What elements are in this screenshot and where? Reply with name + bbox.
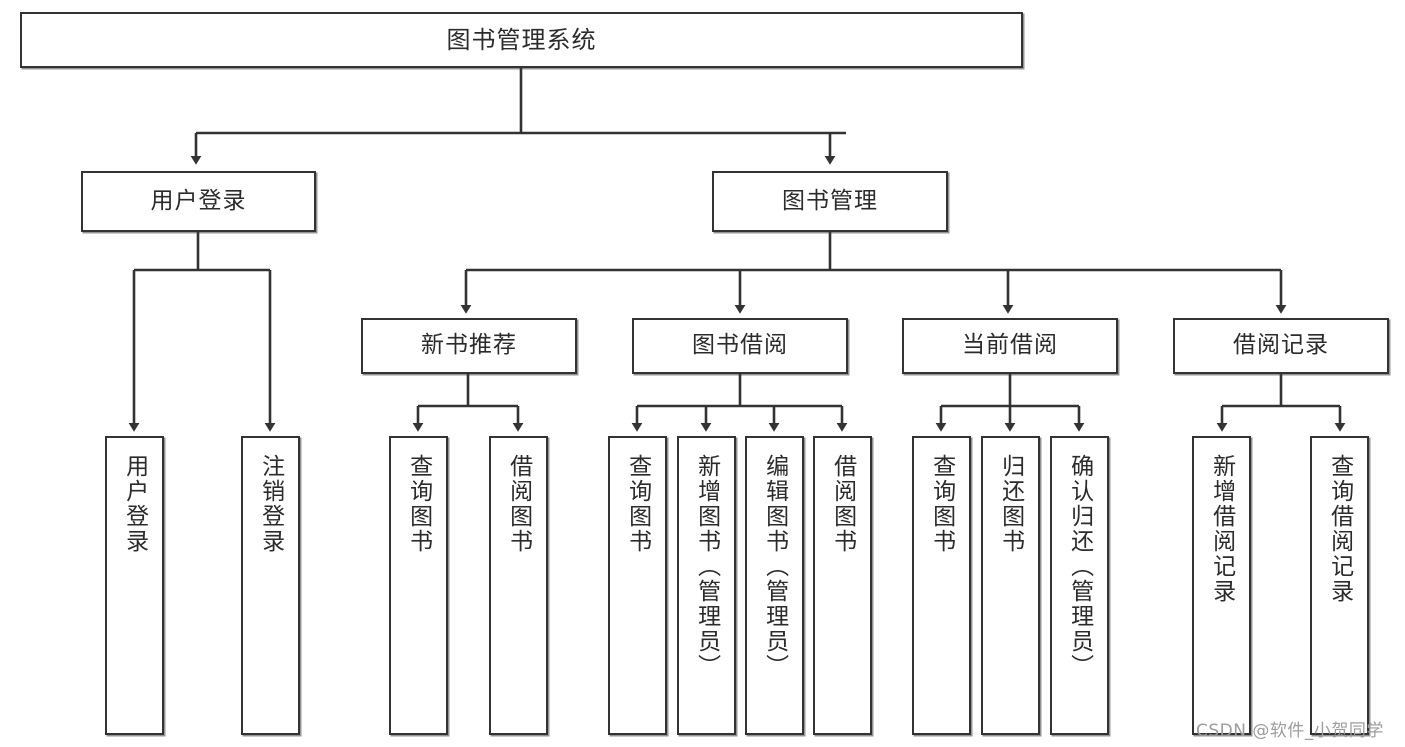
leaf-label: 查询图书 [928,454,955,554]
node-book-management[interactable]: 图书管理 [712,171,948,232]
leaf-borrow-record-query-record[interactable]: 查询借阅记录 [1310,436,1369,735]
leaf-new-book-borrow-book[interactable]: 借阅图书 [489,436,548,735]
node-root-book-management-system[interactable]: 图书管理系统 [20,12,1023,68]
node-borrow-record[interactable]: 借阅记录 [1173,318,1389,374]
node-label: 图书管理系统 [446,25,597,54]
leaf-label: 借阅图书 [829,454,856,554]
node-user-login[interactable]: 用户登录 [81,171,316,232]
node-label: 用户登录 [150,187,247,214]
leaf-book-borrow-add-book-admin[interactable]: 新增图书（管理员） [677,436,736,735]
node-label: 新书推荐 [421,332,517,359]
leaf-label: 确认归还（管理员） [1066,454,1093,679]
leaf-label: 用户登录 [121,454,148,554]
leaf-current-borrow-confirm-return-admin[interactable]: 确认归还（管理员） [1050,436,1109,735]
leaf-label: 注销登录 [257,454,284,554]
leaf-label: 新增借阅记录 [1208,454,1235,604]
leaf-user-login-login[interactable]: 用户登录 [105,436,164,735]
leaf-label: 查询图书 [405,454,432,554]
leaf-label: 查询借阅记录 [1326,454,1353,604]
node-label: 借阅记录 [1233,332,1329,359]
node-new-book-recommend[interactable]: 新书推荐 [361,318,577,374]
watermark-csdn: CSDN @软件_小贺同学 [1196,721,1384,741]
leaf-book-borrow-edit-book-admin[interactable]: 编辑图书（管理员） [745,436,804,735]
leaf-label: 新增图书（管理员） [693,454,720,679]
leaf-label: 编辑图书（管理员） [761,454,788,679]
node-label: 图书借阅 [692,332,788,359]
leaf-current-borrow-query-book[interactable]: 查询图书 [912,436,971,735]
leaf-label: 借阅图书 [505,454,532,554]
leaf-current-borrow-return-book[interactable]: 归还图书 [981,436,1040,735]
leaf-new-book-query-book[interactable]: 查询图书 [389,436,448,735]
node-current-borrow[interactable]: 当前借阅 [902,318,1118,374]
node-label: 当前借阅 [962,332,1058,359]
leaf-book-borrow-borrow-book[interactable]: 借阅图书 [813,436,872,735]
leaf-borrow-record-add-record[interactable]: 新增借阅记录 [1192,436,1251,735]
node-label: 图书管理 [782,187,878,214]
leaf-book-borrow-query-book[interactable]: 查询图书 [608,436,667,735]
leaf-user-login-logout[interactable]: 注销登录 [241,436,300,735]
leaf-label: 查询图书 [624,454,651,554]
leaf-label: 归还图书 [997,454,1024,554]
node-book-borrow[interactable]: 图书借阅 [632,318,848,374]
